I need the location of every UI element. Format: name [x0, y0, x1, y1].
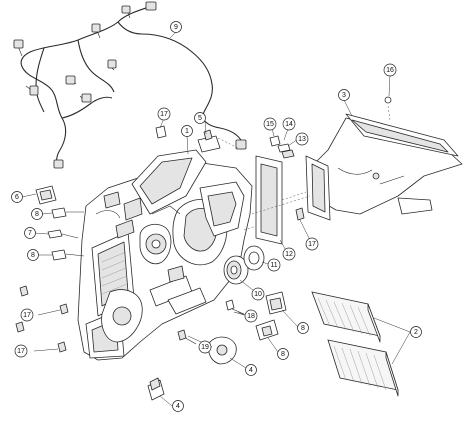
callout-13: 13 — [295, 132, 309, 146]
filter-door-frame — [255, 155, 283, 245]
svg-text:9: 9 — [174, 24, 178, 31]
svg-text:16: 16 — [386, 67, 394, 74]
svg-text:13: 13 — [298, 136, 306, 143]
callout-18: 18 — [244, 309, 258, 323]
callout-8-right-lower: 8 — [277, 348, 289, 360]
alignment-lines — [217, 105, 391, 231]
callout-8-left-lower: 8 — [27, 249, 39, 261]
svg-text:8: 8 — [281, 351, 285, 358]
svg-text:11: 11 — [270, 262, 277, 269]
callout-9: 9 — [170, 21, 182, 33]
air-inlet-duct — [305, 113, 463, 221]
svg-text:10: 10 — [254, 291, 262, 298]
callout-12: 12 — [282, 247, 296, 261]
hvac-main-housing — [77, 149, 253, 361]
callout-2: 2 — [410, 326, 422, 338]
callout-19: 19 — [198, 340, 212, 354]
callout-1: 1 — [181, 125, 193, 137]
svg-text:4: 4 — [249, 367, 253, 374]
svg-text:7: 7 — [28, 230, 32, 237]
svg-text:8: 8 — [31, 252, 35, 259]
leader-lines — [21, 31, 411, 407]
svg-text:17: 17 — [23, 312, 31, 319]
blower-motor-assembly — [223, 255, 249, 285]
svg-text:4: 4 — [176, 403, 180, 410]
svg-text:17: 17 — [160, 111, 168, 118]
svg-text:8: 8 — [301, 325, 305, 332]
callout-3: 3 — [338, 89, 350, 101]
svg-text:1: 1 — [185, 128, 189, 135]
callout-8-right-upper: 8 — [297, 322, 309, 334]
svg-text:3: 3 — [342, 92, 346, 99]
callout-17-left-upper: 17 — [20, 308, 34, 322]
callout-4-lower: 4 — [172, 400, 184, 412]
svg-text:18: 18 — [247, 313, 255, 320]
callout-4-upper: 4 — [245, 364, 257, 376]
svg-text:8: 8 — [35, 211, 39, 218]
wiring-harness — [13, 1, 247, 169]
callout-17-left-lower: 17 — [14, 344, 28, 358]
svg-text:17: 17 — [308, 241, 316, 248]
callout-10: 10 — [251, 287, 265, 301]
seal-ring-part — [243, 245, 265, 271]
callout-17-right: 17 — [305, 237, 319, 251]
svg-text:6: 6 — [15, 194, 19, 201]
actuators-and-fasteners — [15, 96, 392, 401]
svg-text:15: 15 — [266, 121, 274, 128]
callout-8-left-upper: 8 — [31, 208, 43, 220]
svg-text:5: 5 — [198, 115, 202, 122]
callout-17-top: 17 — [157, 107, 171, 121]
svg-text:12: 12 — [285, 251, 293, 258]
svg-text:14: 14 — [285, 121, 293, 128]
svg-text:17: 17 — [17, 348, 25, 355]
callout-6: 6 — [11, 191, 23, 203]
callout-16: 16 — [383, 63, 397, 77]
cabin-air-filters — [311, 291, 399, 397]
callout-15: 15 — [263, 117, 277, 131]
callout-14: 14 — [282, 117, 296, 131]
callout-11: 11 — [267, 258, 281, 272]
svg-text:19: 19 — [201, 344, 209, 351]
callout-5: 5 — [194, 112, 206, 124]
svg-text:2: 2 — [414, 329, 418, 336]
callout-7: 7 — [24, 227, 36, 239]
callout-numbers: 1 2 3 4 4 5 6 7 8 8 8 8 9 10 11 12 13 14… — [11, 21, 422, 412]
